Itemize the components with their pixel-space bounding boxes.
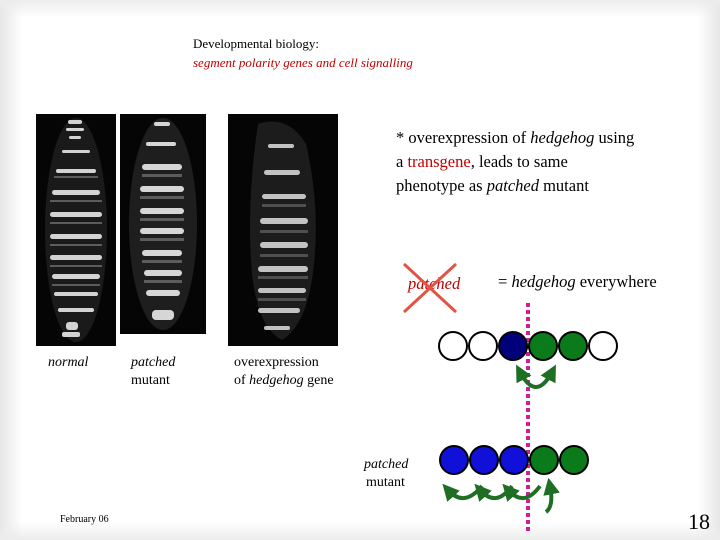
caption-of: of (234, 373, 250, 388)
caption-overexpression-line2: of hedgehog gene (234, 372, 334, 390)
desc-prefix: * overexpression of (396, 128, 531, 147)
desc-using: using (594, 128, 635, 147)
footer-date: February 06 (60, 514, 109, 525)
cell-green (558, 331, 588, 361)
caption-overexpression: overexpression of hedgehog gene (234, 354, 334, 390)
caption-mutant-text: mutant (131, 373, 170, 388)
cell-white (438, 331, 468, 361)
desc-mutant: mutant (538, 176, 589, 195)
page-number: 18 (688, 509, 710, 534)
caption-hedgehog: hedgehog (249, 373, 304, 388)
embryo-photo-overexpression (228, 114, 338, 346)
description-line-2: a transgene, leads to same (396, 150, 706, 174)
equals-hedgehog: hedgehog (511, 272, 576, 291)
cell-blue (439, 445, 469, 475)
caption-lower-mutant: mutant (366, 475, 405, 490)
desc-hedgehog: hedgehog (530, 128, 595, 147)
caption-normal: normal (48, 354, 88, 372)
caption-lower-patched-mutant: patched mutant (364, 456, 408, 492)
desc-phenotype: phenotype as (396, 176, 487, 195)
caption-gene: gene (303, 373, 334, 388)
caption-patched-text: patched (131, 355, 176, 370)
cell-white (468, 331, 498, 361)
signal-arrow (474, 483, 514, 502)
cell-green (529, 445, 559, 475)
title-line-1: Developmental biology: (193, 36, 320, 51)
desc-after: , leads to same (470, 152, 568, 171)
signal-arrow (516, 364, 556, 389)
caption-patched-mutant: patched mutant (131, 354, 175, 390)
caption-normal-text: normal (48, 355, 89, 370)
cell-blue (499, 445, 529, 475)
caption-overexpression-line1: overexpression (234, 355, 319, 370)
cross-line-2 (402, 262, 458, 314)
embryo-photo-patched (120, 114, 206, 334)
cell-row-normal-hh (438, 331, 618, 361)
equals-statement: = hedgehog everywhere (498, 272, 657, 292)
description-line-1: * overexpression of hedgehog using (396, 126, 706, 150)
desc-a: a (396, 152, 408, 171)
cell-green (528, 331, 558, 361)
signal-arrow (502, 483, 542, 502)
cell-dark-blue (498, 331, 528, 361)
desc-patched: patched (486, 176, 539, 195)
title-line-2: segment polarity genes and cell signalli… (193, 55, 413, 70)
description-text: * overexpression of hedgehog using a tra… (396, 126, 706, 198)
desc-transgene: transgene (407, 152, 471, 171)
cell-green (559, 445, 589, 475)
cell-white (588, 331, 618, 361)
embryo-photo-normal (36, 114, 116, 346)
slide-title: Developmental biology: segment polarity … (193, 34, 413, 72)
equals-sign: = (498, 272, 512, 291)
signal-arrow (543, 477, 560, 514)
signal-arrow (442, 483, 484, 502)
description-line-3: phenotype as patched mutant (396, 174, 706, 198)
caption-lower-patched: patched (364, 457, 409, 472)
cell-blue (469, 445, 499, 475)
cell-row-patched-mutant (439, 445, 589, 475)
crossed-patched: patched (398, 260, 478, 321)
equals-everywhere: everywhere (575, 272, 657, 291)
